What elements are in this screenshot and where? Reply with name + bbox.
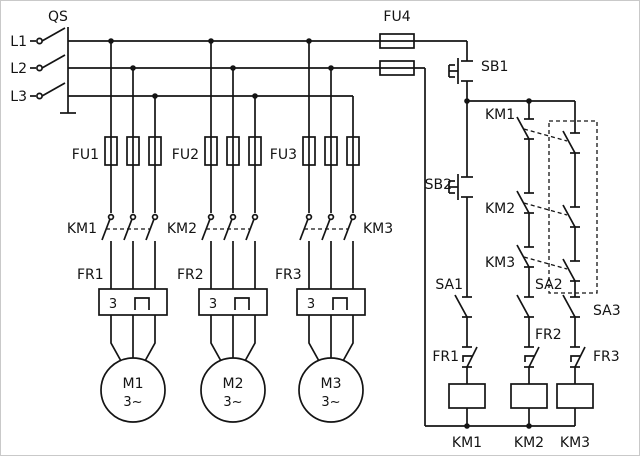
start-button-sb2: SB2 <box>425 173 474 201</box>
overload-label-fr3: FR3 <box>593 349 620 365</box>
nc-contact-icon <box>569 340 586 374</box>
overload-contacts: FR1 FR2 FR3 <box>432 327 620 374</box>
relay-label-fr2: FR2 <box>177 267 204 283</box>
coil-icon <box>448 383 486 409</box>
main-contact-icon <box>201 213 215 241</box>
heater-icon <box>332 297 348 310</box>
fuse-label-fu2: FU2 <box>172 147 199 163</box>
nc-contact-icon <box>461 340 478 374</box>
coil-label-km2: KM2 <box>514 435 544 451</box>
switch-contact-icon <box>454 290 473 324</box>
main-contacts: KM1 KM2 KM3 <box>67 213 393 241</box>
qs-label: QS <box>48 9 68 25</box>
main-contact-icon <box>123 213 137 241</box>
main-contact-icon <box>343 213 357 241</box>
coil-icon <box>510 383 548 409</box>
pushbutton-icon <box>448 173 474 201</box>
power-rails <box>68 38 467 99</box>
stop-button-sb1: SB1 <box>448 57 508 85</box>
motor-phase-m1: 3~ <box>123 395 142 410</box>
aux-label-km3: KM3 <box>485 255 515 271</box>
selector-switches: SA1 SA2 SA3 <box>435 277 621 324</box>
heater-icon <box>234 297 250 310</box>
phase-label-l1: L1 <box>10 34 27 50</box>
selector-label-sa2: SA2 <box>535 277 563 293</box>
control-fuse-fu4: FU4 <box>379 9 415 76</box>
stop-button-label: SB1 <box>481 59 508 75</box>
fuse-label-fu1: FU1 <box>72 147 99 163</box>
start-button-label: SB2 <box>425 177 452 193</box>
branch-wiring <box>110 41 354 289</box>
overload-label-fr1: FR1 <box>432 349 459 365</box>
main-contact-icon <box>223 213 237 241</box>
motor-icon <box>298 357 364 423</box>
main-contact-icon <box>299 213 313 241</box>
relay-label-fr3: FR3 <box>275 267 302 283</box>
coil-label-km1: KM1 <box>452 435 482 451</box>
main-contact-icon <box>145 213 159 241</box>
aux-label-km1: KM1 <box>485 107 515 123</box>
coil-icon <box>556 383 594 409</box>
switch-contact-icon <box>562 290 581 324</box>
motor-icon <box>200 357 266 423</box>
selector-label-sa1: SA1 <box>435 277 463 293</box>
contactor-coils: KM1 KM2 KM3 <box>448 383 594 451</box>
thermal-relays: FR1 FR2 FR3 3 3 3 <box>77 267 366 316</box>
phase-label-l3: L3 <box>10 89 27 105</box>
contactor-label-km2: KM2 <box>167 221 197 237</box>
main-contact-icon <box>101 213 115 241</box>
relay-pole-count: 3 <box>109 297 117 312</box>
fuse-label-fu3: FU3 <box>270 147 297 163</box>
motors: M1 3~ M2 3~ M3 3~ <box>100 315 364 423</box>
coil-label-km3: KM3 <box>560 435 590 451</box>
nc-contact-icon <box>523 340 540 374</box>
motor-icon <box>100 357 166 423</box>
fuse-icon <box>379 60 415 76</box>
heater-icon <box>134 297 150 310</box>
no-contact-icon <box>562 254 581 288</box>
aux-label-km2: KM2 <box>485 201 515 217</box>
motor-phase-m3: 3~ <box>321 395 340 410</box>
contactor-label-km1: KM1 <box>67 221 97 237</box>
relay-pole-count: 3 <box>307 297 315 312</box>
phase-label-l2: L2 <box>10 61 27 77</box>
aux-contacts: KM1 KM2 KM3 <box>485 107 598 294</box>
control-wiring <box>424 41 576 429</box>
main-contact-icon <box>321 213 335 241</box>
main-contact-icon <box>245 213 259 241</box>
no-contact-icon <box>562 200 581 234</box>
relay-pole-count: 3 <box>209 297 217 312</box>
motor-name-m2: M2 <box>223 376 244 392</box>
switch-contact-icon <box>516 290 535 324</box>
motor-name-m3: M3 <box>321 376 342 392</box>
selector-label-sa3: SA3 <box>593 303 621 319</box>
fuse-icon <box>379 33 415 49</box>
pushbutton-icon <box>448 57 474 85</box>
relay-label-fr1: FR1 <box>77 267 104 283</box>
motor-phase-m2: 3~ <box>223 395 242 410</box>
fuse-label-fu4: FU4 <box>383 9 410 25</box>
motor-name-m1: M1 <box>123 376 144 392</box>
power-fuses: FU1 FU2 FU3 <box>72 136 360 166</box>
contactor-label-km3: KM3 <box>363 221 393 237</box>
overload-label-fr2: FR2 <box>535 327 562 343</box>
linkage-frame <box>548 120 598 294</box>
qs-switch: QS L1 L2 L3 <box>10 9 76 114</box>
no-contact-icon <box>562 126 581 160</box>
